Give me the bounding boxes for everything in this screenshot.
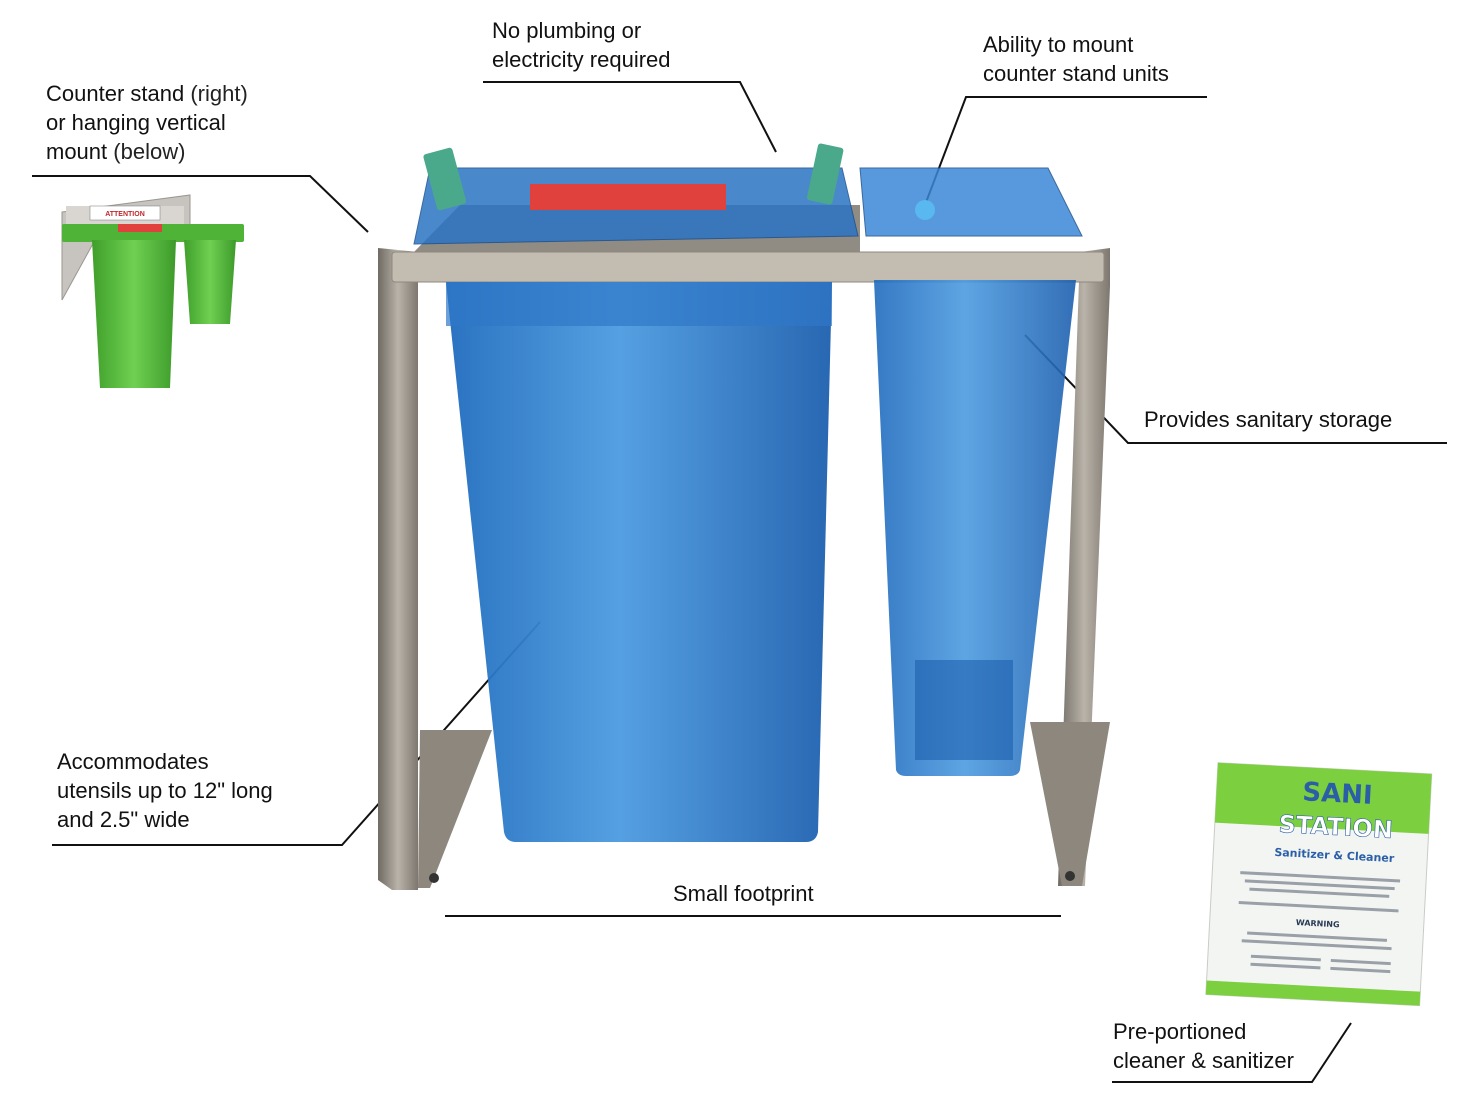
lid-clip-left xyxy=(423,147,467,211)
counter-stand-mount: mount xyxy=(46,139,108,164)
lid-clip-right xyxy=(807,143,844,205)
sanitary-storage-text: Provides sanitary storage xyxy=(1144,407,1393,432)
preportioned-line1: Pre-portioned xyxy=(1113,1019,1247,1044)
leader-no-plumbing xyxy=(483,81,777,153)
leader-lines xyxy=(32,81,1447,1083)
packet-brand-line1: SANI xyxy=(1302,777,1374,811)
small-storage-bin xyxy=(859,167,1083,776)
no-plumbing-line2: electricity required xyxy=(492,47,671,72)
callout-footprint: Small footprint xyxy=(673,879,814,908)
preportioned-line2: cleaner & sanitizer xyxy=(1113,1048,1294,1073)
red-lid-bar xyxy=(530,184,726,210)
callout-mount-units: Ability to mount counter stand units xyxy=(983,30,1169,88)
callout-preportioned: Pre-portioned cleaner & sanitizer xyxy=(1113,1017,1294,1075)
attention-label: ATTENTION xyxy=(105,211,145,218)
footprint-text: Small footprint xyxy=(673,881,814,906)
counter-stand-below: (below) xyxy=(113,139,186,164)
callout-sanitary-storage: Provides sanitary storage xyxy=(1144,405,1392,434)
green-wall-mount-unit: ATTENTION xyxy=(61,194,244,388)
utensils-line2: utensils up to 12" long xyxy=(57,778,273,803)
mount-hole-indicator xyxy=(915,200,935,220)
callout-utensils: Accommodates utensils up to 12" long and… xyxy=(57,747,273,834)
large-utensil-bin xyxy=(413,143,859,842)
mount-units-line2: counter stand units xyxy=(983,61,1169,86)
leader-preportioned xyxy=(1112,1022,1352,1083)
counter-stand-main: Counter stand xyxy=(46,81,185,106)
callout-counter-stand: Counter stand (right) or hanging vertica… xyxy=(46,79,248,166)
no-plumbing-line1: No plumbing or xyxy=(492,18,642,43)
mount-units-line1: Ability to mount xyxy=(983,32,1134,57)
packet-brand-line2: STATION xyxy=(1278,810,1394,844)
packet-subtitle: Sanitizer & Cleaner xyxy=(1274,846,1395,865)
packet-warning: WARNING xyxy=(1296,918,1340,929)
sanitizer-packet: SANI STATION Sanitizer & Cleaner WARNING xyxy=(1205,762,1433,1007)
packet-fine-print xyxy=(1238,871,1401,974)
leader-counter-stand xyxy=(32,175,369,233)
callout-no-plumbing: No plumbing or electricity required xyxy=(492,16,671,74)
utensils-line3: and 2.5" wide xyxy=(57,807,190,832)
leader-utensils xyxy=(52,621,541,846)
counter-stand-line2: or hanging vertical xyxy=(46,110,226,135)
counter-stand-paren: (right) xyxy=(190,81,248,106)
utensils-line1: Accommodates xyxy=(57,749,209,774)
